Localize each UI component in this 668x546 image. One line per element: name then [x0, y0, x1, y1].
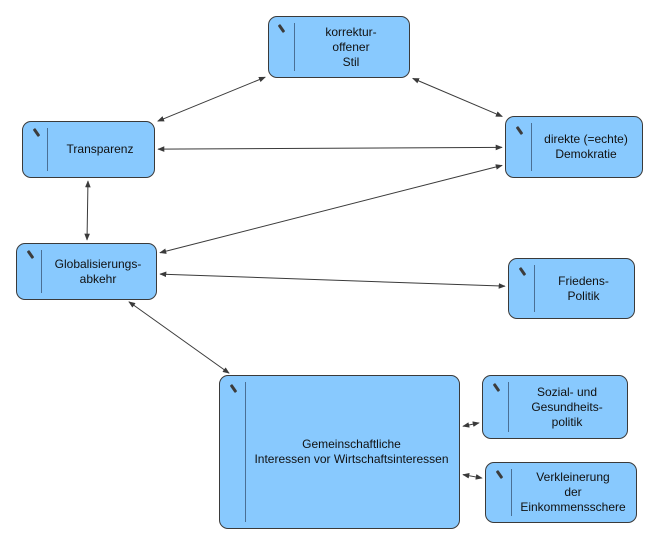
node-verkleinerung-einkommensschere[interactable]: Verkleinerung der Einkommensschere [485, 462, 637, 523]
node-gemeinschaftliche-interessen[interactable]: Gemeinschaftliche Interessen vor Wirtsch… [219, 375, 460, 529]
edge-demokratie-globalisierung [159, 164, 503, 254]
pencil-icon [26, 249, 35, 260]
pencil-icon [32, 127, 41, 138]
node-divider [41, 250, 42, 293]
node-friedens-politik[interactable]: Friedens- Politik [508, 258, 635, 319]
node-sozial-gesundheitspolitik[interactable]: Sozial- und Gesundheits- politik [482, 375, 628, 439]
node-divider [294, 23, 295, 71]
pencil-icon [277, 23, 286, 34]
node-divider [511, 469, 512, 516]
edge-korrektur-transparenz [157, 76, 266, 122]
edge-gemeinschaft-sozial [462, 421, 480, 428]
node-label: Sozial- und Gesundheits- politik [531, 384, 603, 429]
node-label: korrektur- offener Stil [325, 24, 377, 69]
node-korrektur-offener-stil[interactable]: korrektur- offener Stil [268, 16, 410, 78]
node-divider [531, 123, 532, 171]
node-divider [534, 265, 535, 312]
edge-korrektur-demokratie [412, 77, 503, 117]
node-divider [508, 382, 509, 432]
edge-transparenz-demokratie [157, 144, 503, 152]
node-label: Globalisierungs- abkehr [54, 256, 142, 286]
node-divider [245, 382, 246, 522]
pencil-icon [518, 266, 527, 277]
node-label: Verkleinerung der Einkommensschere [520, 470, 626, 514]
node-direkte-demokratie[interactable]: direkte (=echte) Demokratie [505, 116, 643, 178]
pencil-icon [495, 469, 504, 480]
pencil-icon [492, 382, 501, 393]
node-label: Friedens- Politik [558, 273, 609, 303]
node-divider [47, 128, 48, 171]
edge-transparenz-globalisierung [84, 180, 91, 241]
node-label: Transparenz [66, 142, 134, 156]
edge-globalisierung-gemeinschaft [128, 301, 230, 374]
edge-gemeinschaft-verkleinerung [462, 472, 483, 480]
pencil-icon [229, 383, 238, 394]
node-transparenz[interactable]: Transparenz [22, 121, 155, 178]
edge-globalisierung-frieden [159, 271, 506, 289]
pencil-icon [515, 125, 524, 136]
node-globalisierungsabkehr[interactable]: Globalisierungs- abkehr [16, 243, 157, 300]
node-label: direkte (=echte) Demokratie [544, 132, 628, 161]
node-label: Gemeinschaftliche Interessen vor Wirtsch… [254, 437, 449, 466]
